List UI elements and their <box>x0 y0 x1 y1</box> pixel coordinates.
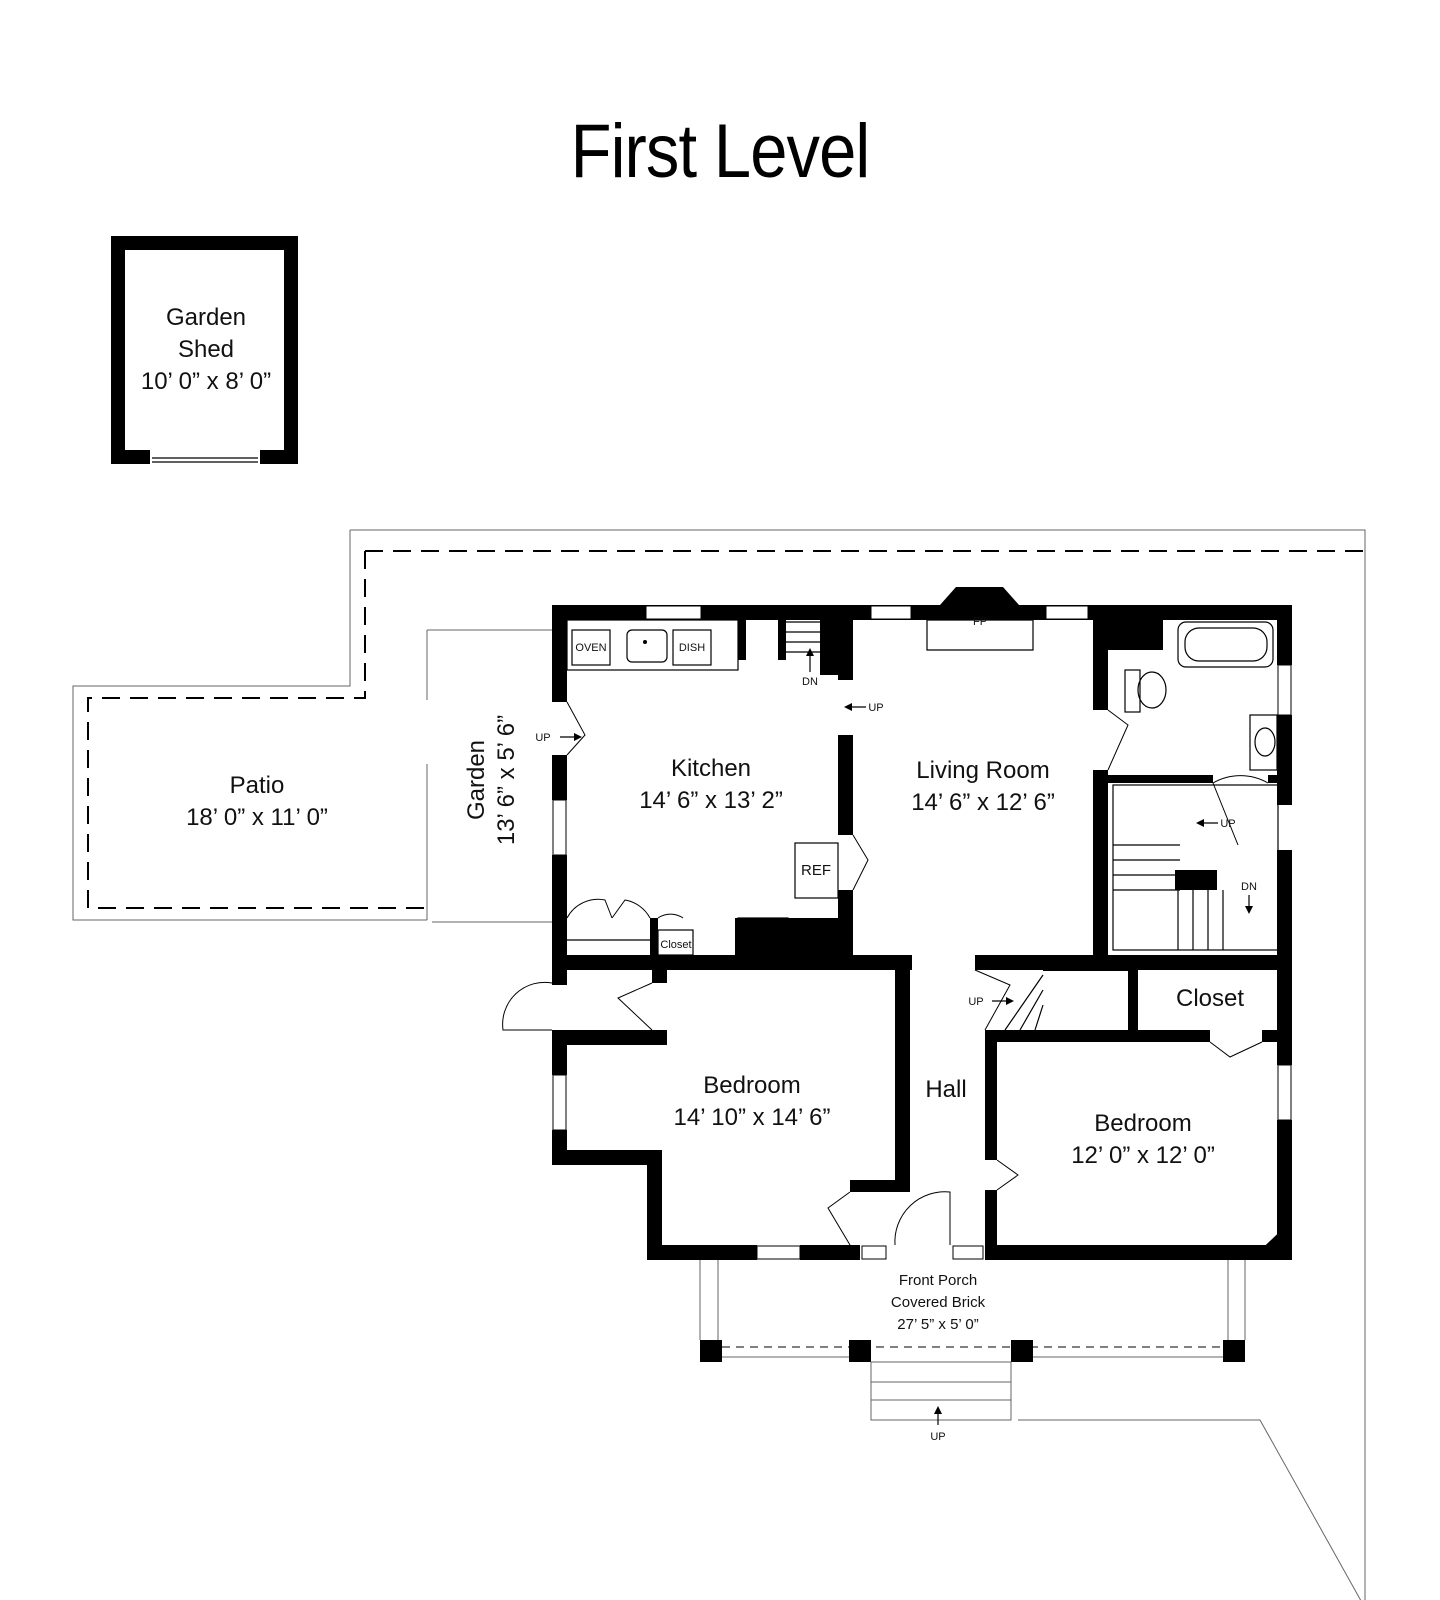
patio-label: Patio <box>230 772 285 799</box>
shed-size: 10’ 0” x 8’ 0” <box>141 368 271 395</box>
porch-label-line2: Covered Brick <box>891 1294 986 1311</box>
garden-size: 13’ 6” x 5’ 6” <box>493 715 520 845</box>
porch-label-line1: Front Porch <box>899 1272 977 1289</box>
room-labels: Kitchen 14’ 6” x 13’ 2” Living Room 14’ … <box>639 616 1244 1169</box>
stair-up-hall: UP <box>1220 818 1235 830</box>
garden: Garden 13’ 6” x 5’ 6” <box>463 715 520 845</box>
front-porch: UP Front Porch Covered Brick 27’ 5” x 5’… <box>699 1260 1246 1443</box>
dish-label: DISH <box>679 642 705 654</box>
stair-dn-hall: DN <box>1241 881 1257 893</box>
porch-size: 27’ 5” x 5’ 0” <box>897 1316 978 1333</box>
patio: Patio 18’ 0” x 11’ 0” <box>186 772 328 831</box>
closet-right-label: Closet <box>1176 985 1244 1012</box>
garden-shed: Garden Shed 10’ 0” x 8’ 0” <box>111 236 298 464</box>
fireplace-label: FP <box>973 616 987 628</box>
garden-label: Garden <box>463 740 490 820</box>
patio-size: 18’ 0” x 11’ 0” <box>186 804 328 831</box>
lot-outline <box>72 529 1366 1600</box>
stairwell: UP DN UP UP <box>535 732 1279 1031</box>
kitchen-closet-label: Closet <box>660 939 691 951</box>
kitchen-size: 14’ 6” x 13’ 2” <box>639 787 783 814</box>
house-walls <box>552 587 1292 1260</box>
stair-up-front-hall: UP <box>968 996 983 1008</box>
stair-up-kitchen-entry: UP <box>535 732 550 744</box>
bathroom-fixtures <box>1124 621 1278 771</box>
living-room-size: 14’ 6” x 12’ 6” <box>911 789 1055 816</box>
bedroom-left-label: Bedroom <box>703 1072 800 1099</box>
bedroom-right-size: 12’ 0” x 12’ 0” <box>1071 1142 1215 1169</box>
ref-label: REF <box>801 862 831 879</box>
shed-label-line2: Shed <box>178 336 234 363</box>
kitchen-fixtures: OVEN DISH REF Closet DN UP <box>566 619 884 961</box>
bedroom-right-label: Bedroom <box>1094 1110 1191 1137</box>
kitchen-label: Kitchen <box>671 755 751 782</box>
windows <box>552 605 1292 1260</box>
stair-up-porch: UP <box>930 1431 945 1443</box>
stair-dn-kitchen: DN <box>802 676 818 688</box>
oven-label: OVEN <box>575 642 606 654</box>
floor-plan-title: First Level <box>570 109 871 194</box>
bedroom-left-size: 14’ 10” x 14’ 6” <box>674 1104 831 1131</box>
stair-up-living: UP <box>868 702 883 714</box>
hall-label: Hall <box>925 1076 966 1103</box>
living-room-label: Living Room <box>916 757 1049 784</box>
shed-label-line1: Garden <box>166 304 246 331</box>
doors[interactable] <box>502 701 1269 1246</box>
